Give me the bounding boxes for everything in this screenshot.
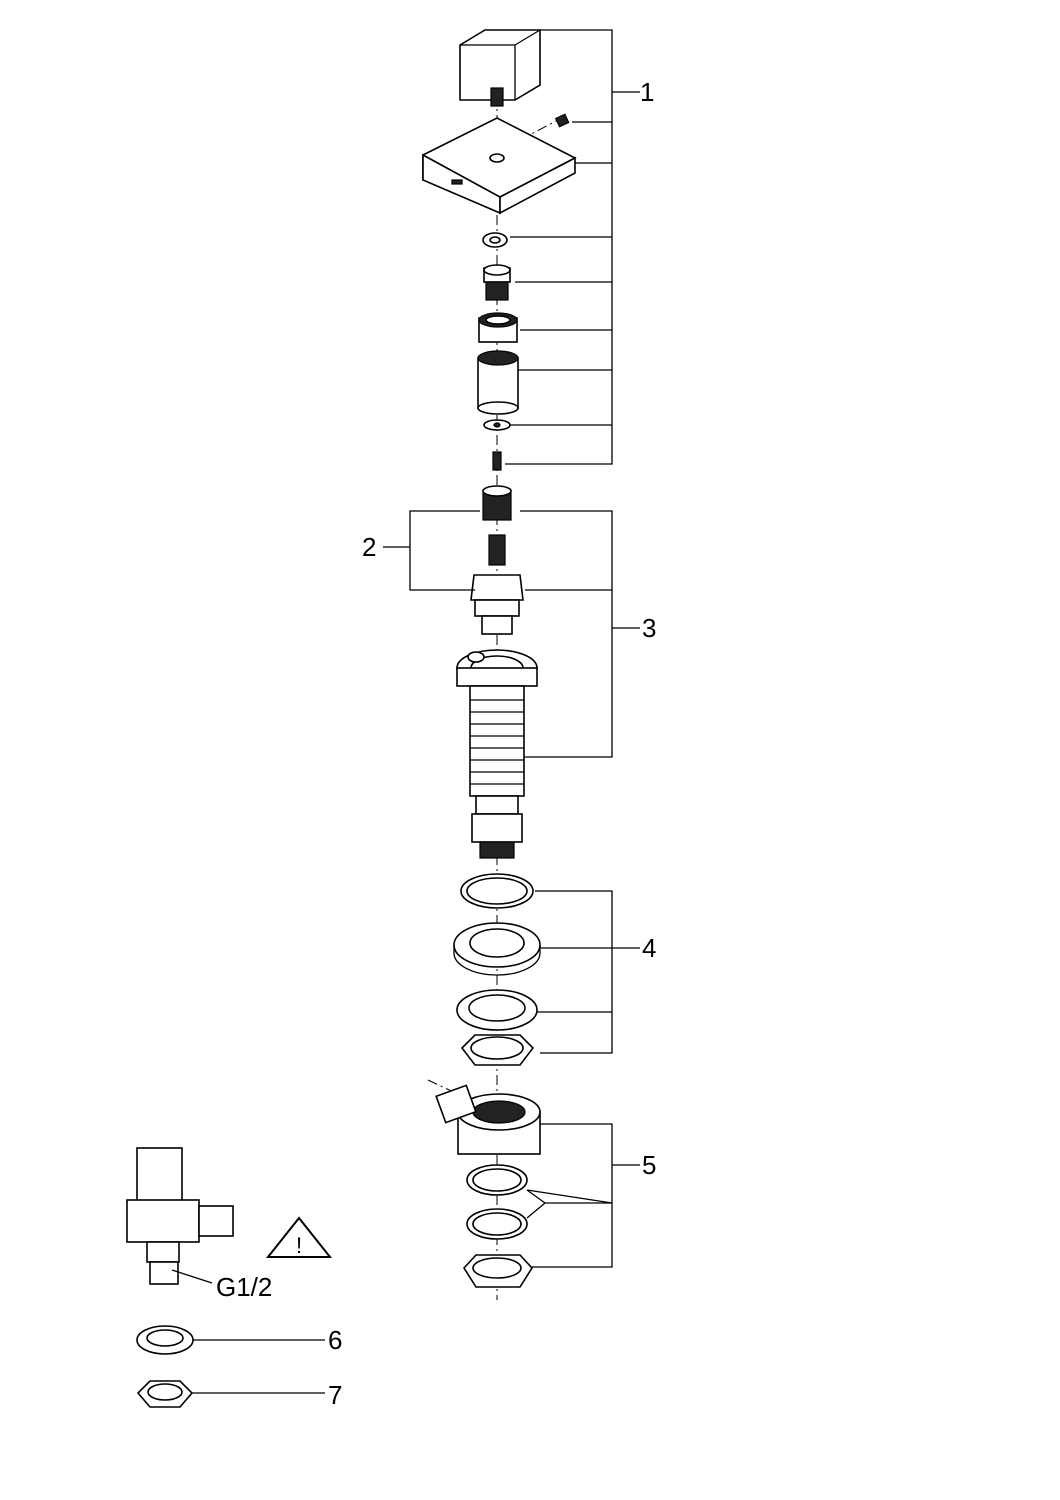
callout-7: 7 [328, 1380, 342, 1410]
ring-5a [466, 1164, 528, 1196]
hex-nut [460, 1034, 535, 1066]
callout-5: 5 [642, 1150, 656, 1180]
extension-body [456, 649, 538, 859]
nut [478, 312, 518, 343]
ring-medium [456, 989, 538, 1031]
warning-symbol: ! [296, 1233, 302, 1258]
ring-wide [453, 922, 541, 976]
washer-6 [136, 1325, 194, 1355]
warning-icon: ! [265, 1216, 333, 1258]
ring-thin [460, 873, 534, 909]
callout-2: 2 [362, 532, 376, 562]
cover-plate [422, 117, 577, 215]
angle-valve-detail [126, 1147, 234, 1285]
handle-lever [459, 29, 541, 107]
nut-7 [136, 1380, 194, 1408]
ring-5b [466, 1208, 528, 1240]
callout-4: 4 [642, 933, 656, 963]
spline-adapter [482, 485, 512, 521]
callout-6: 6 [328, 1325, 342, 1355]
o-ring-small [482, 232, 508, 248]
screw [492, 451, 502, 471]
thread-label: G1/2 [216, 1272, 272, 1302]
callout-lines [192, 29, 640, 1394]
hex-nut-5 [462, 1254, 534, 1288]
callout-3: 3 [642, 613, 656, 643]
elbow-fitting [427, 1079, 541, 1155]
washer [483, 419, 511, 431]
adapter [483, 264, 511, 301]
cartridge [470, 534, 524, 635]
sleeve [477, 350, 519, 415]
callout-1: 1 [640, 77, 654, 107]
